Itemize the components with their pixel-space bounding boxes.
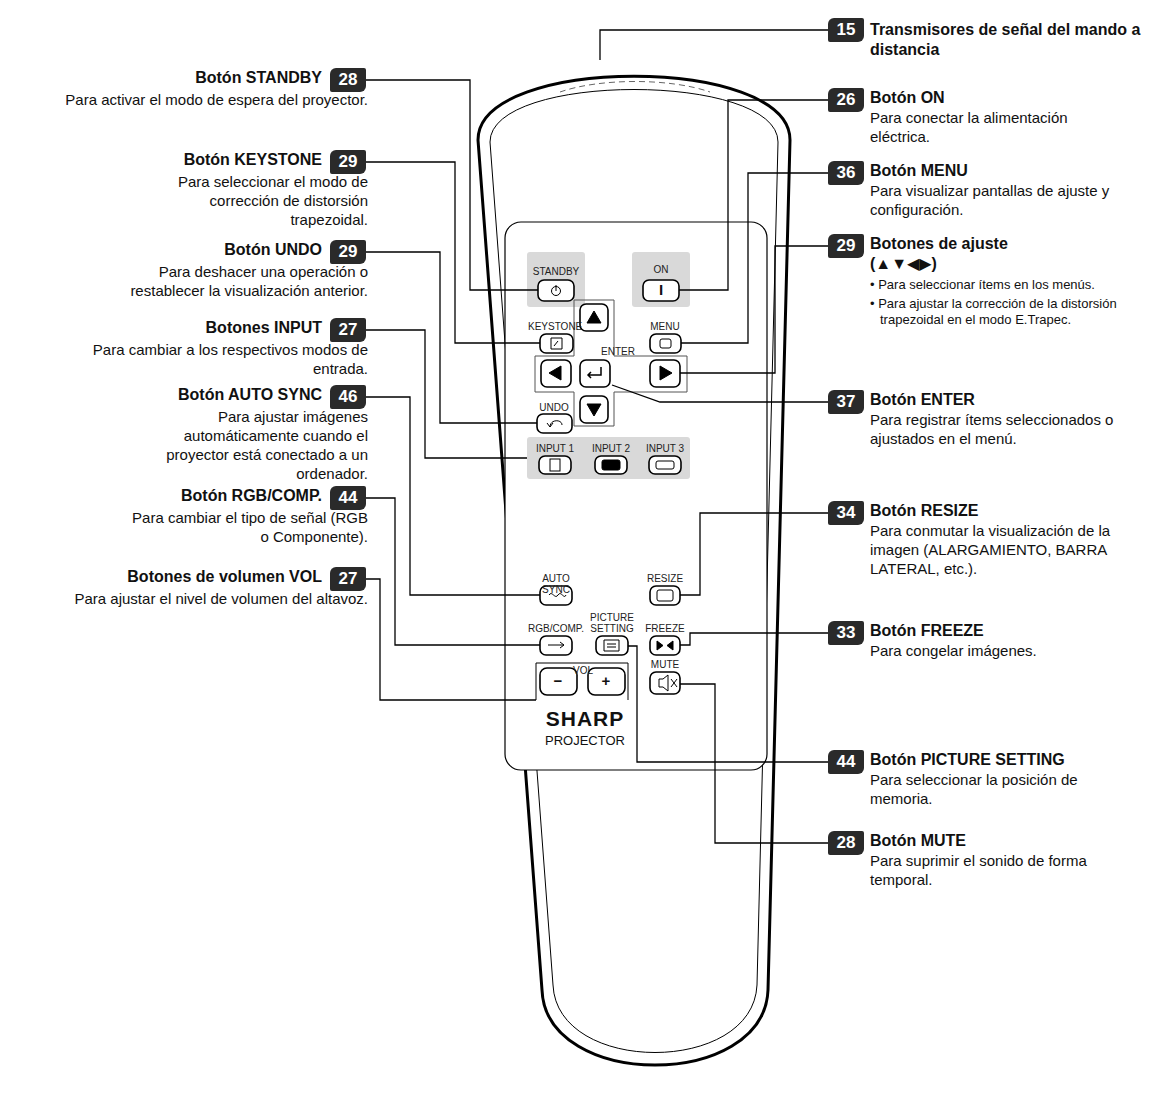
- remote-top-curve: [560, 82, 710, 93]
- callout-description: Para visualizar pantallas de ajuste y co…: [870, 181, 1110, 219]
- button-label: FREEZE: [643, 623, 687, 634]
- button-symbol: I: [653, 282, 669, 298]
- button-label: INPUT 1: [532, 443, 578, 454]
- callout-heading: Botones de ajuste (▲▼◀▶): [870, 234, 1050, 274]
- remote-housing: [478, 76, 790, 1065]
- button-panel: [505, 222, 767, 770]
- callout-number: 28: [828, 831, 864, 855]
- button-label: VOL: [568, 665, 598, 676]
- callout-heading: Botón ON: [870, 88, 1152, 108]
- callout-heading: Botón PICTURE SETTING: [870, 750, 1152, 770]
- button-label: PICTURE SETTING: [590, 612, 634, 634]
- callout-heading: Botón RGB/COMP.: [22, 486, 322, 506]
- button-label: MENU: [645, 321, 685, 332]
- callout-number: 29: [330, 240, 366, 264]
- callout-heading: Botón UNDO: [22, 240, 322, 260]
- callout-number: 46: [330, 385, 366, 409]
- callout-description: Para conmutar la visualización de la ima…: [870, 521, 1140, 578]
- callout-heading: Botones INPUT: [22, 318, 322, 338]
- remote-inner-edge: [490, 90, 778, 1053]
- callout-heading: Botón STANDBY: [22, 68, 322, 88]
- callout-heading: Botón MENU: [870, 161, 1152, 181]
- leader-lines: [366, 30, 828, 843]
- on-zone: [632, 252, 690, 307]
- callout-description: Para seleccionar la posición de memoria.: [870, 770, 1110, 808]
- product-name: PROJECTOR: [535, 734, 635, 748]
- button-label: INPUT 2: [588, 443, 634, 454]
- callout-description: Para activar el modo de espera del proye…: [28, 90, 368, 109]
- callout-description: Para cambiar el tipo de señal (RGB o Com…: [123, 508, 368, 546]
- callout-heading: Transmisores de señal del mando a distan…: [870, 20, 1152, 60]
- button-label: ON: [641, 264, 681, 275]
- callout-number: 29: [828, 234, 864, 258]
- button-symbol: −: [546, 673, 570, 689]
- callout-description: Para ajustar imágenes automáticamente cu…: [133, 407, 368, 483]
- callout-description: Para registrar ítems seleccionados o aju…: [870, 410, 1152, 448]
- button-label: AUTO SYNC: [528, 573, 584, 595]
- callout-heading: Botón ENTER: [870, 390, 1152, 410]
- button-symbol: +: [594, 673, 618, 689]
- callout-number: 33: [828, 621, 864, 645]
- callout-number: 27: [330, 318, 366, 342]
- button-label: ENTER: [598, 346, 638, 357]
- callout-heading: Botón MUTE: [870, 831, 1152, 851]
- callout-bullet: • Para seleccionar ítems en los menús.: [870, 277, 1152, 293]
- callout-description: Para cambiar a los respectivos modos de …: [38, 340, 368, 378]
- callout-bullet: • Para ajustar la corrección de la disto…: [870, 296, 1152, 328]
- callout-number: 37: [828, 390, 864, 414]
- arrow-group-outline: [535, 300, 687, 426]
- callout-number: 44: [330, 486, 366, 510]
- callout-description: Para suprimir el sonido de forma tempora…: [870, 851, 1120, 889]
- callout-description: Para ajustar el nivel de volumen del alt…: [48, 589, 368, 608]
- button-label: STANDBY: [528, 266, 584, 277]
- callout-heading: Botón FREEZE: [870, 621, 1152, 641]
- callout-number: 29: [330, 150, 366, 174]
- callout-description: Para congelar imágenes.: [870, 641, 1152, 660]
- button-label: RESIZE: [643, 573, 687, 584]
- input-zone: [527, 437, 690, 479]
- callout-number: 26: [828, 88, 864, 112]
- callout-number: 44: [828, 750, 864, 774]
- callout-description: Para seleccionar el modo de corrección d…: [173, 172, 368, 229]
- callout-number: 34: [828, 501, 864, 525]
- callout-description: Para deshacer una operación o restablece…: [123, 262, 368, 300]
- callout-heading: Botones de volumen VOL: [22, 567, 322, 587]
- callout-number: 27: [330, 567, 366, 591]
- button-label: INPUT 3: [642, 443, 688, 454]
- brand-name: SHARP: [535, 708, 635, 730]
- callout-heading: Botón AUTO SYNC: [22, 385, 322, 405]
- button-label: KEYSTONE: [528, 321, 578, 332]
- callout-description: Para conectar la alimentación eléctrica.: [870, 108, 1130, 146]
- button-label: UNDO: [537, 402, 571, 413]
- callout-number: 15: [828, 18, 864, 42]
- callout-number: 36: [828, 161, 864, 185]
- volume-bracket: [536, 663, 628, 700]
- button-label: MUTE: [645, 659, 685, 670]
- callout-heading: Botón RESIZE: [870, 501, 1152, 521]
- standby-zone: [527, 252, 585, 307]
- callout-heading: Botón KEYSTONE: [22, 150, 322, 170]
- callout-number: 28: [330, 68, 366, 92]
- button-label: RGB/COMP.: [528, 623, 584, 634]
